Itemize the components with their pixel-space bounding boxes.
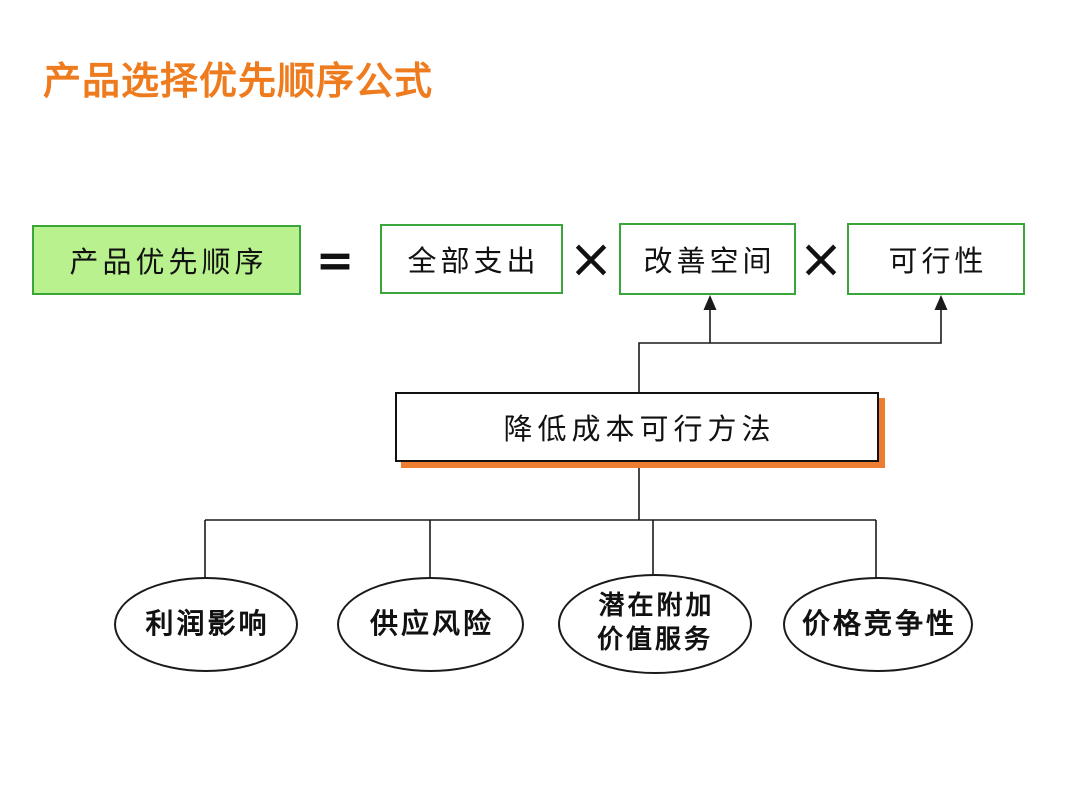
method-box-cost-reduction: 降低成本可行方法	[395, 392, 879, 462]
arrowhead-improvement-icon	[703, 295, 717, 310]
factor-box-improvement-room: 改善空间	[619, 223, 796, 295]
connector-method-to-feasibility	[638, 308, 942, 392]
ellipse-profit-impact: 利润影响	[114, 577, 298, 672]
arrowhead-feasibility-icon	[934, 295, 948, 310]
ellipse-price-competitiveness: 价格竞争性	[783, 577, 973, 672]
multiply-sign-1: ×	[568, 227, 614, 290]
factor-box-total-spend: 全部支出	[380, 224, 563, 294]
ellipse-value-added-services: 潜在附加 价值服务	[558, 574, 752, 674]
multiply-sign-2: ×	[798, 227, 844, 290]
result-box-product-priority: 产品优先顺序	[32, 225, 301, 295]
equals-sign: =	[315, 233, 355, 287]
slide-title: 产品选择优先顺序公式	[43, 58, 434, 103]
ellipse-supply-risk: 供应风险	[337, 577, 524, 672]
factor-box-feasibility: 可行性	[847, 223, 1025, 295]
